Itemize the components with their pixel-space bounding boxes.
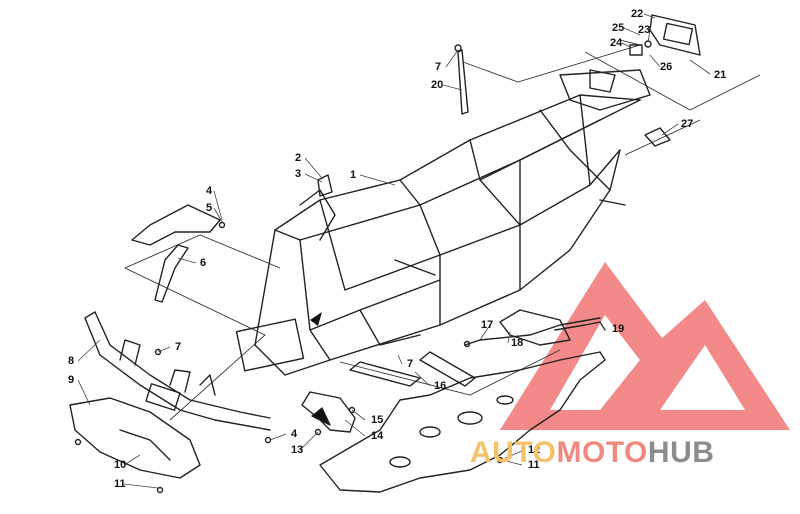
callout-10: 10 (114, 459, 126, 471)
leader-line (304, 157, 323, 179)
part-bracket-14-15 (301, 391, 356, 436)
leader-line (77, 379, 91, 406)
leader-line (123, 483, 159, 489)
leader-line (507, 331, 511, 344)
leader-line (661, 123, 679, 136)
leader-line (643, 13, 656, 19)
callout-24: 24 (610, 37, 623, 49)
leader-line (445, 49, 459, 68)
brand-auto: AUTO (470, 436, 556, 469)
callout-6: 6 (200, 257, 206, 269)
leader-line (479, 324, 491, 341)
leader-line (689, 59, 711, 75)
part-front-bracket-4-5 (131, 204, 226, 246)
callout-labels: 1234567891011413141516717181912117202122… (68, 8, 726, 490)
leader-line (621, 42, 633, 49)
leader-line (77, 339, 101, 362)
main-frame (235, 69, 651, 376)
callout-21: 21 (714, 69, 726, 81)
leader-line (157, 346, 171, 353)
callout-7: 7 (175, 341, 181, 353)
part-strips-16 (349, 351, 476, 387)
leader-line (442, 84, 463, 91)
part-rod-20 (454, 44, 469, 115)
leader-line (504, 450, 523, 459)
brand-hub: HUB (648, 436, 715, 469)
part-support-6 (154, 244, 189, 303)
leader-line (501, 459, 523, 466)
callout-23: 23 (638, 24, 650, 36)
callout-5: 5 (206, 202, 212, 214)
leader-line (359, 174, 396, 186)
leader-line (299, 431, 319, 451)
leader-lines (77, 13, 711, 489)
callout-2: 2 (295, 152, 301, 164)
callout-22: 22 (631, 8, 643, 20)
callout-27: 27 (681, 118, 693, 130)
leader-line (414, 371, 431, 387)
callout-11: 11 (114, 478, 126, 490)
leader-line (599, 321, 606, 331)
callout-17: 17 (481, 319, 493, 331)
callout-3: 3 (295, 168, 301, 180)
callout-11: 11 (528, 459, 540, 471)
callout-19: 19 (612, 323, 624, 335)
leader-line (269, 433, 287, 441)
callout-15: 15 (371, 414, 383, 426)
callout-7: 7 (407, 358, 413, 370)
part-taillight-22 (649, 14, 701, 56)
watermark-logo (500, 262, 790, 430)
part-front-skid-9-10 (69, 397, 201, 494)
callout-14: 14 (371, 430, 384, 442)
callout-12: 12 (528, 444, 540, 456)
leader-line (213, 207, 223, 223)
callout-4: 4 (291, 428, 298, 440)
brand-moto: MOTO (556, 436, 647, 469)
callout-25: 25 (612, 22, 624, 34)
callout-18: 18 (511, 337, 523, 349)
callout-26: 26 (660, 61, 672, 73)
part-footrest-17-18 (463, 309, 601, 348)
callout-7: 7 (435, 61, 441, 73)
leader-line (177, 257, 197, 264)
leader-line (623, 27, 641, 36)
part-skid-plate-12 (319, 351, 606, 493)
leader-line (304, 173, 323, 183)
part-bracket-2-3 (317, 174, 333, 197)
callout-9: 9 (68, 374, 74, 386)
leader-line (213, 190, 223, 221)
leader-line (397, 354, 403, 365)
callout-16: 16 (434, 380, 446, 392)
part-front-bumper-8 (84, 311, 272, 444)
direction-arrow (310, 312, 322, 326)
leader-line (351, 409, 366, 421)
leader-line (344, 419, 366, 437)
leader-line (647, 29, 651, 43)
watermark-brand: AUTOMOTOHUB (470, 436, 714, 469)
callout-13: 13 (291, 444, 303, 456)
callout-1: 1 (350, 169, 356, 181)
callout-4: 4 (206, 185, 213, 197)
callout-8: 8 (68, 355, 74, 367)
callout-20: 20 (431, 79, 443, 91)
part-27-pad (644, 127, 671, 147)
leader-line (123, 454, 141, 466)
leader-line (649, 54, 661, 68)
